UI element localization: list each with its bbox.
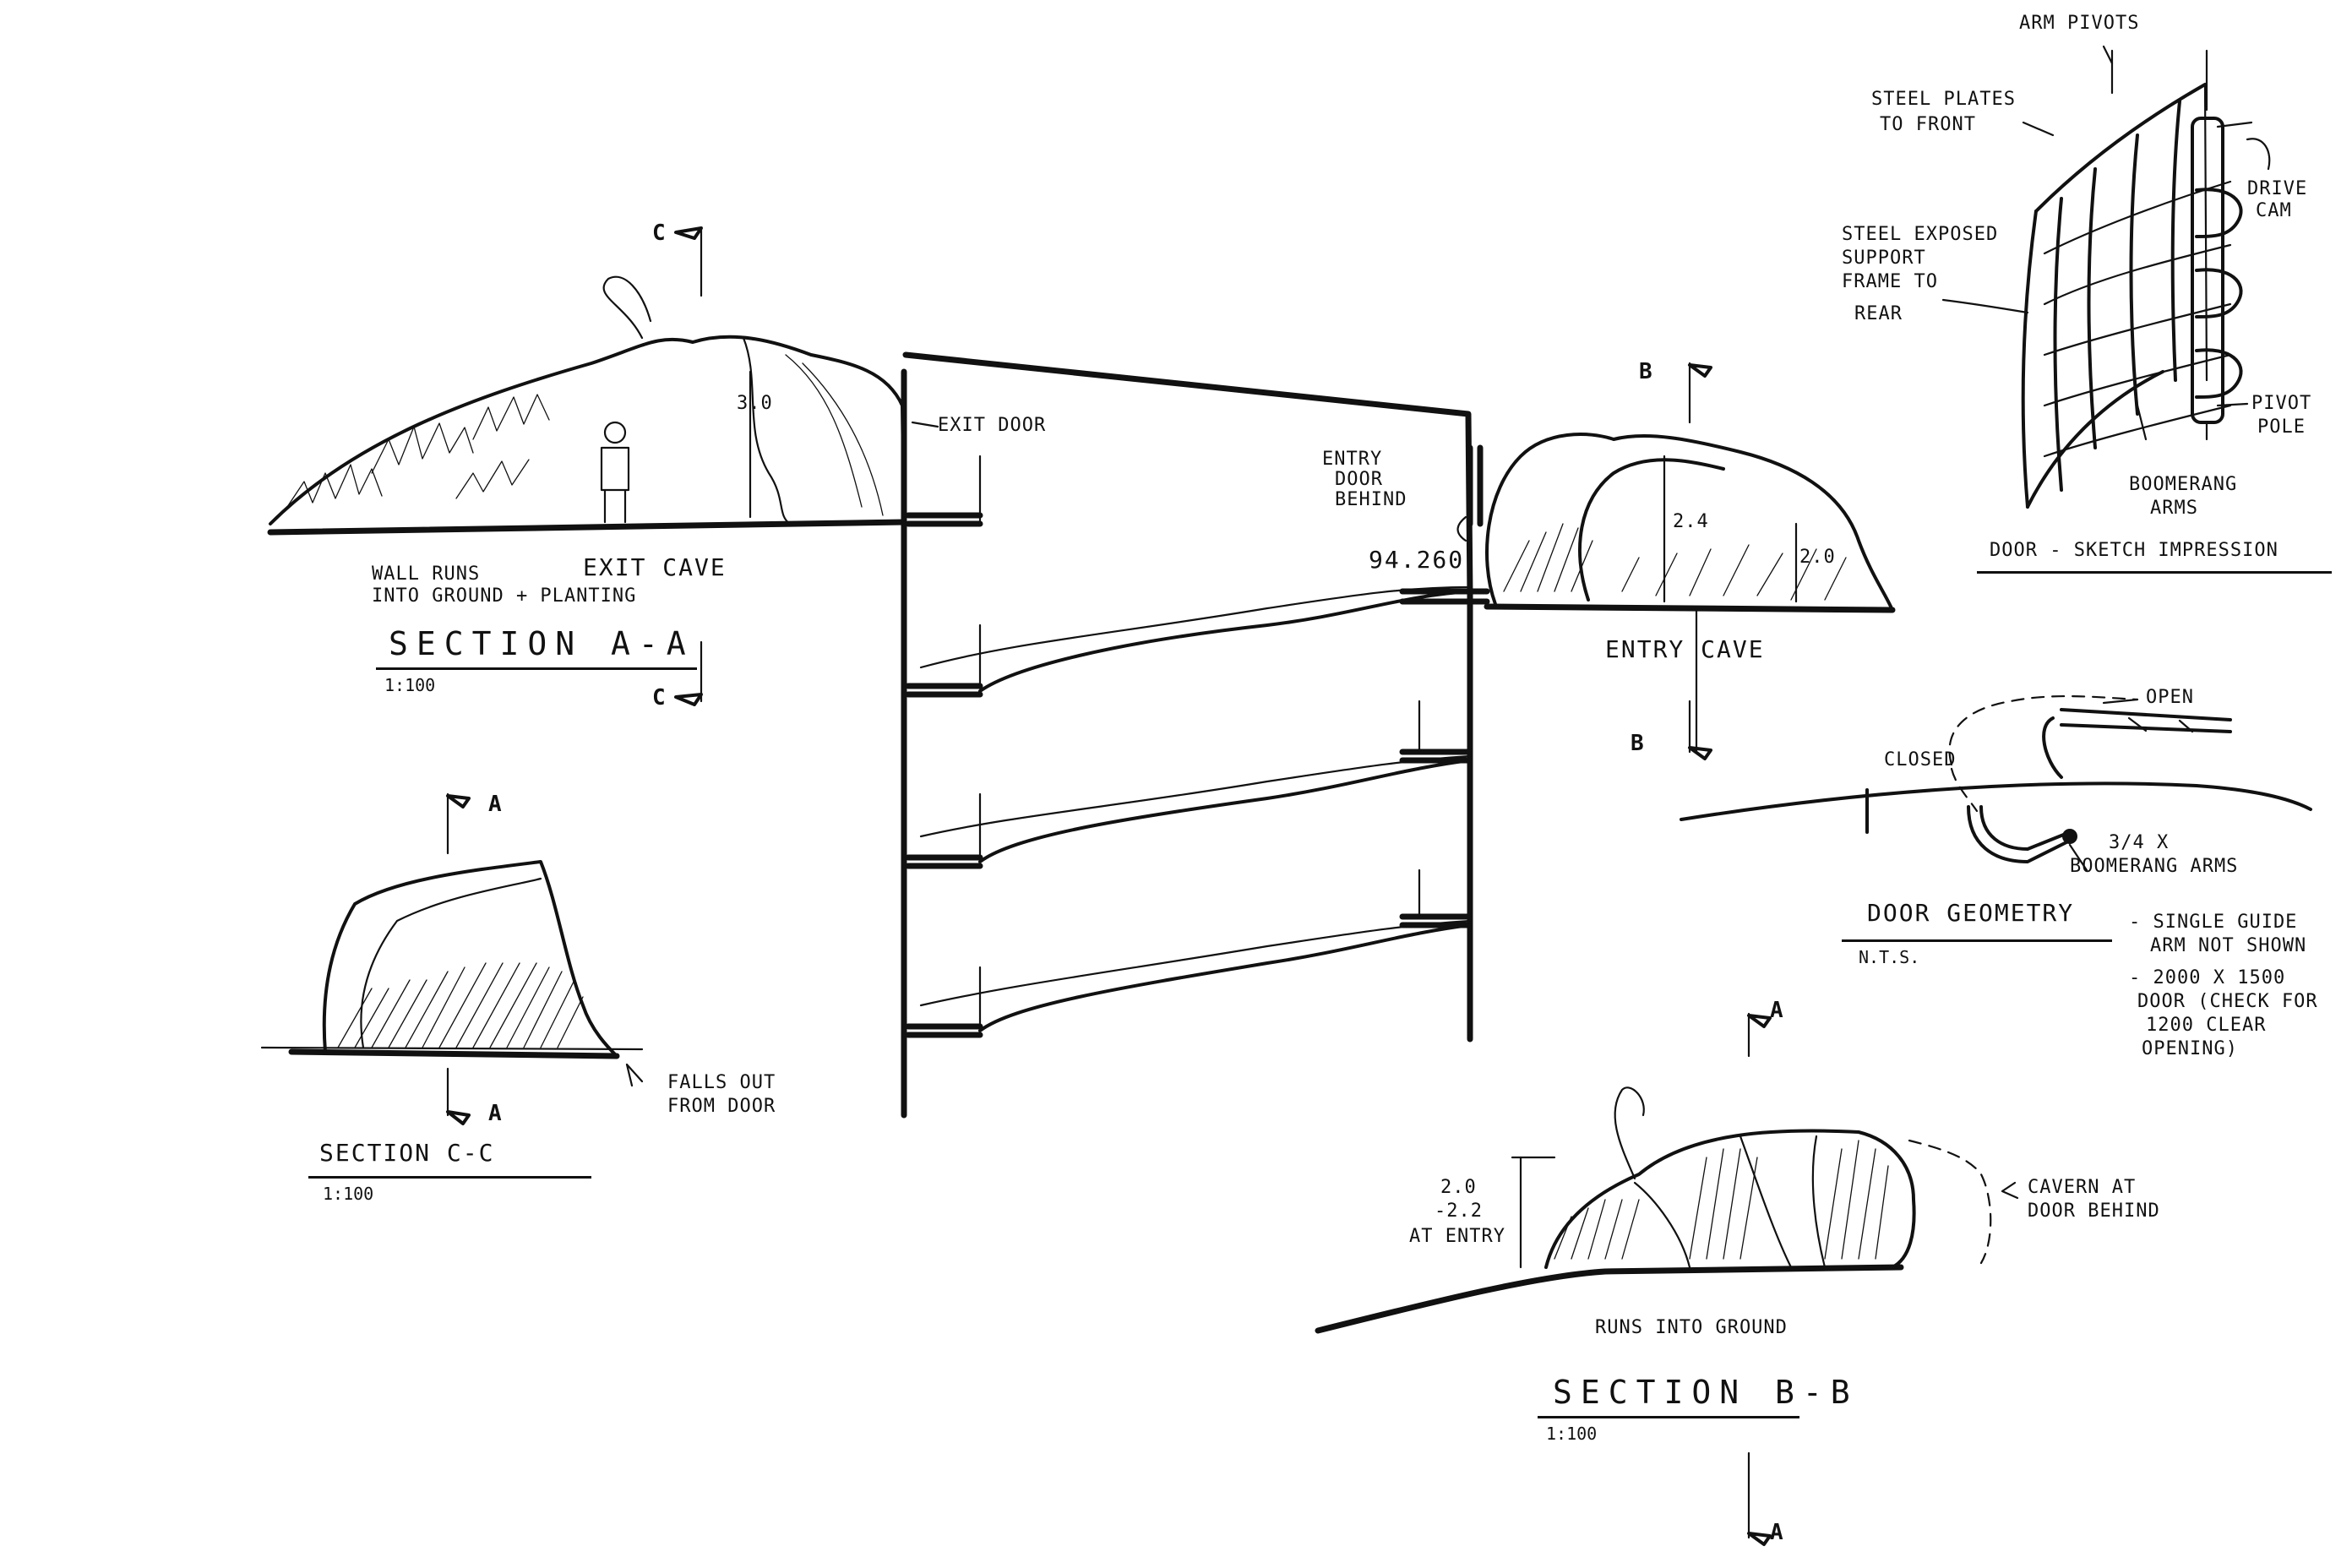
section-aa-drawing: [267, 275, 939, 536]
section-bb-scale: 1:100: [1546, 1424, 1598, 1444]
section-marker-a-top-cc: A: [488, 792, 502, 817]
runs-into-ground-label: Runs into ground: [1595, 1317, 1788, 1338]
entry-cave-drawing: [1456, 433, 1896, 754]
bb-height-2: -2.2: [1435, 1200, 1483, 1222]
geometry-note-5: 1200 clear: [2146, 1015, 2267, 1036]
entry-cave-height-1: 2.4: [1673, 511, 1709, 532]
section-aa-title: Section A-A: [389, 625, 694, 662]
drive-cam-label-2: cam: [2256, 200, 2292, 221]
section-cc-title: Section C-C: [319, 1139, 495, 1167]
door-geometry-title: Door Geometry: [1867, 899, 2075, 927]
door-geometry-underline: [1842, 939, 2112, 942]
boomerang-arms-label: Boomerang: [2129, 474, 2238, 495]
section-aa-scale: 1:100: [384, 675, 436, 695]
section-marker-c-top: C: [652, 220, 666, 246]
door-sketch-underline: [1977, 571, 2332, 574]
entry-door-label-1: Entry: [1322, 449, 1383, 470]
entry-level-label: 94.260: [1369, 546, 1465, 574]
open-label: Open: [2146, 687, 2194, 708]
door-geometry-scale: N.T.S.: [1859, 947, 1920, 967]
central-section-drawing: [901, 351, 1490, 1119]
geometry-note-3: - 2000 x 1500: [2129, 967, 2286, 988]
section-aa-height: 3.0: [737, 393, 773, 414]
wall-runs-label: Wall runs: [372, 564, 481, 585]
exit-door-label: Exit Door: [938, 415, 1047, 436]
pivot-pole-label-2: pole: [2257, 416, 2306, 438]
section-cc-drawing: [260, 792, 644, 1125]
steel-plates-label-2: to front: [1880, 114, 1976, 135]
section-marker-b-bottom: B: [1631, 731, 1644, 756]
section-cut-marker-c: [674, 226, 703, 706]
section-marker-a-bottom-bb: A: [1770, 1520, 1783, 1545]
entry-door-label-2: door: [1335, 469, 1383, 490]
geometry-note-6: opening): [2142, 1038, 2238, 1059]
steel-plates-label: Steel plates: [1871, 89, 2016, 110]
boomerang-arms-label-2: arms: [2150, 498, 2198, 519]
cavern-label-1: Cavern at: [2028, 1177, 2137, 1198]
door-sketch-drawing: [1941, 45, 2271, 509]
section-marker-a-top-bb: A: [1770, 998, 1783, 1023]
steel-frame-label-2: support: [1842, 248, 1926, 269]
drive-cam-label: Drive: [2247, 178, 2308, 199]
bb-height-3: at entry: [1409, 1226, 1505, 1247]
steel-frame-label-1: Steel exposed: [1842, 224, 1999, 245]
pivot-pole-label: Pivot: [2251, 393, 2312, 414]
section-bb-drawing: [1315, 1012, 2019, 1546]
section-bb-title: Section B-B: [1553, 1374, 1859, 1411]
wall-runs-label-2: into ground + planting: [372, 585, 637, 607]
falls-out-label: Falls out: [667, 1072, 776, 1093]
section-marker-a-bottom-cc: A: [488, 1101, 502, 1126]
steel-frame-label-3: frame to: [1842, 271, 1938, 292]
falls-out-label-2: from door: [667, 1096, 776, 1117]
arms-fraction-label: 3/4 x: [2109, 832, 2170, 853]
geometry-note-2: arm not shown: [2150, 935, 2307, 956]
door-sketch-title: Door - sketch impression: [1990, 540, 2278, 561]
entry-door-label-3: behind: [1335, 489, 1407, 510]
entry-cave-height-2: 2.0: [1799, 547, 1836, 568]
closed-label: Closed: [1884, 749, 1957, 770]
steel-frame-label-4: rear: [1854, 303, 1903, 324]
section-cc-scale: 1:100: [323, 1184, 374, 1204]
section-cut-marker-b: [1688, 362, 1712, 760]
arm-pivots-label: Arm pivots: [2019, 13, 2140, 34]
entry-cave-label: Entry Cave: [1605, 635, 1765, 663]
cavern-label-2: door behind: [2028, 1200, 2160, 1222]
door-geometry-drawing: [1680, 694, 2312, 872]
section-aa-underline: [376, 667, 697, 670]
exit-cave-label: Exit Cave: [583, 553, 727, 581]
section-cc-underline: [308, 1176, 591, 1179]
bb-height-1: 2.0: [1440, 1177, 1477, 1198]
geometry-note-4: door (check for: [2137, 991, 2318, 1012]
geometry-note-1: - Single guide: [2129, 912, 2298, 933]
section-marker-c-bottom: C: [652, 685, 666, 710]
section-marker-b-top: B: [1639, 359, 1652, 384]
boomerang-arms-geometry-label: Boomerang Arms: [2070, 856, 2239, 877]
section-bb-underline: [1538, 1416, 1799, 1418]
